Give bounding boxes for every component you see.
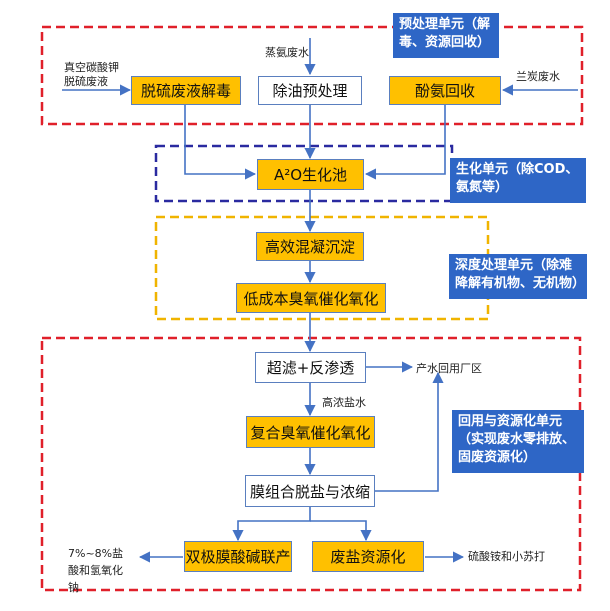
acid-base-output-label: 7%~8%盐酸和氢氧化钠: [68, 547, 124, 594]
pretreatment-note: 预处理单元（解毒、资源回收）: [393, 13, 499, 58]
membrane-desalination-box: 膜组合脱盐与浓缩: [245, 475, 375, 507]
reuse-water-label: 产水回用厂区: [416, 362, 482, 375]
vacuum-potassium-input-label: 真空碳酸钾脱硫废液: [64, 61, 119, 88]
pretreatment-frame: [40, 25, 584, 126]
bipolar-membrane-box: 双极膜酸碱联产: [184, 541, 292, 572]
coagulation-box: 高效混凝沉淀: [256, 232, 364, 261]
phenol-ammonia-recovery-box: 酚氨回收: [389, 76, 501, 105]
salts-output-label: 硫酸铵和小苏打: [468, 550, 545, 563]
membrane-split-right-arrow: [310, 520, 372, 542]
detox-to-a2o-arrow: [184, 105, 257, 180]
waste-salt-box: 废盐资源化: [312, 541, 424, 572]
phenol-to-a2o-arrow: [364, 105, 446, 180]
uf-ro-box: 超滤+反渗透: [255, 352, 366, 383]
membrane-return-arrow: [375, 371, 444, 492]
high-salt-water-label: 高浓盐水: [322, 396, 366, 409]
advanced-note: 深度处理单元（除难降解有机物、无机物）: [449, 254, 587, 299]
a2o-tank-box: A²O生化池: [257, 159, 364, 190]
desulfurization-detox-box: 脱硫废液解毒: [131, 76, 241, 105]
orchid-charcoal-input-label: 兰炭废水: [516, 70, 560, 83]
low-cost-ozone-box: 低成本臭氧催化氧化: [236, 283, 386, 313]
steam-ammonia-input-label: 蒸氨废水: [265, 46, 309, 59]
composite-ozone-box: 复合臭氧催化氧化: [246, 416, 375, 448]
membrane-split-left-arrow: [232, 507, 311, 542]
reuse-note: 回用与资源化单元（实现废水零排放、固废资源化）: [452, 410, 584, 473]
biochemical-note: 生化单元（除COD、氨氮等）: [450, 158, 586, 203]
oil-removal-box: 除油预处理: [258, 76, 362, 105]
